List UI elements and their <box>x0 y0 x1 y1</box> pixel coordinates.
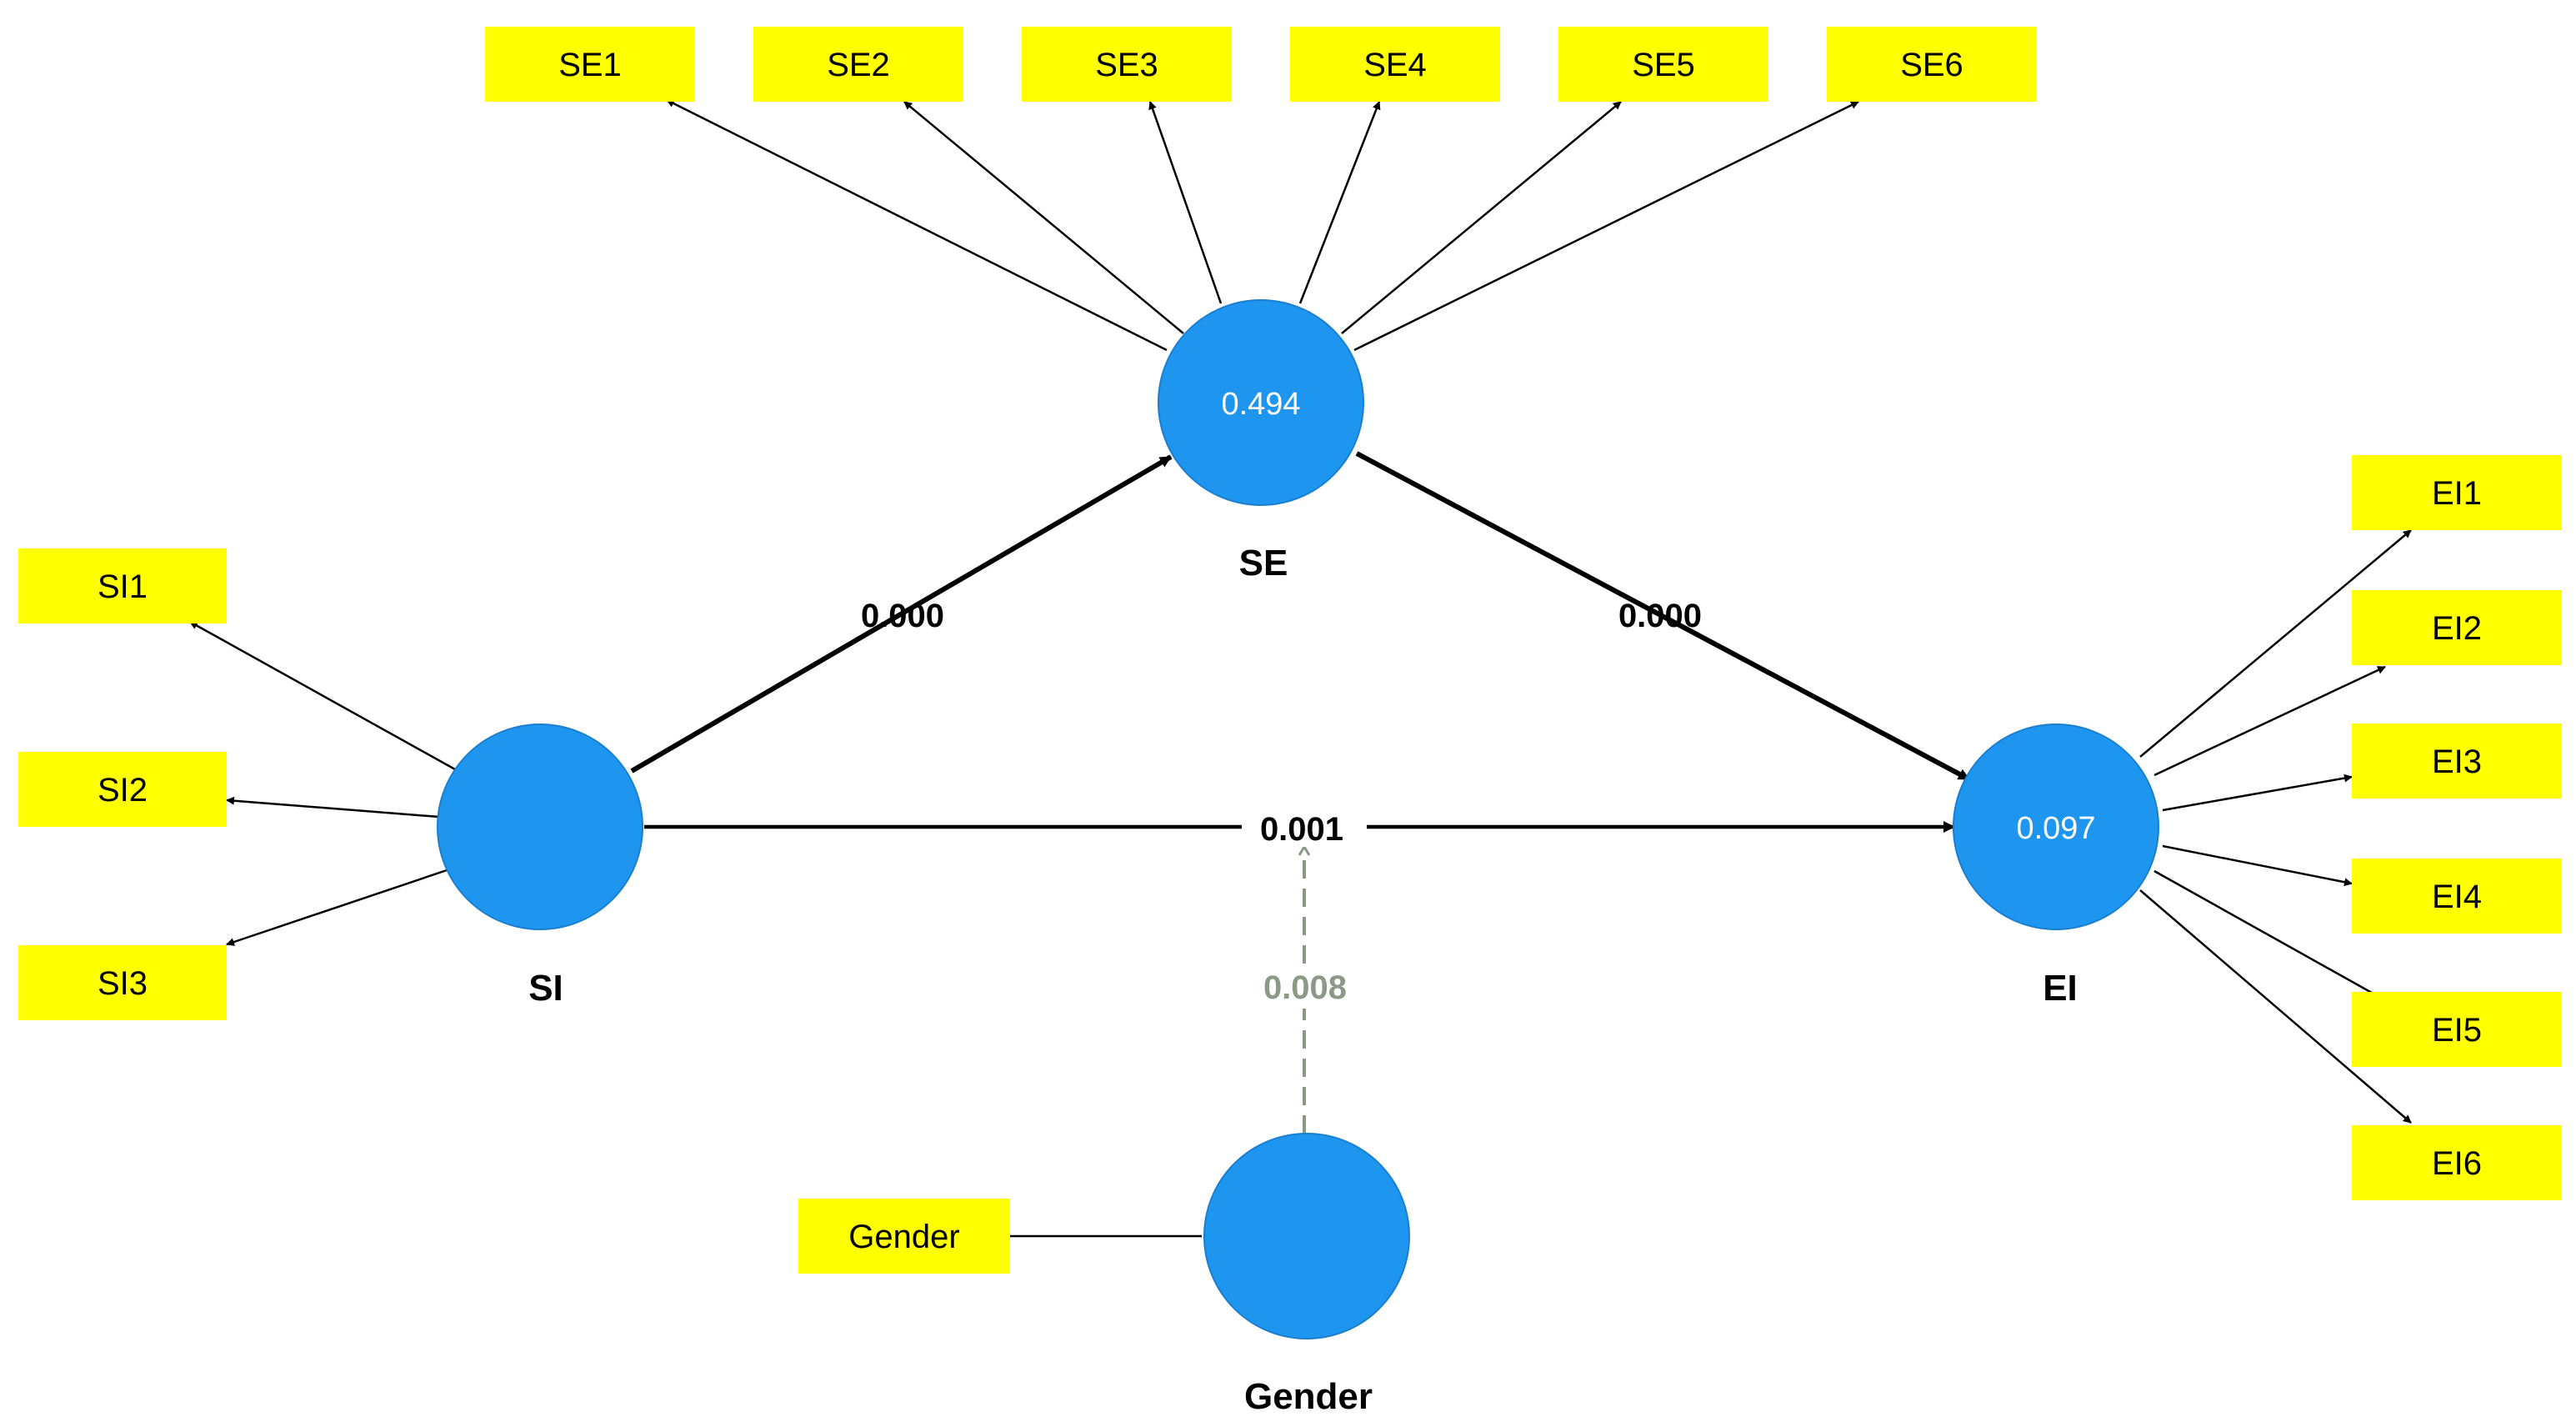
indicator-ei5[interactable]: EI5 <box>2352 992 2562 1067</box>
construct-title-gender: Gender <box>1244 1376 1373 1417</box>
link-se-se6 <box>1353 100 1859 352</box>
construct-title-se: SE <box>1239 543 1288 583</box>
indicator-ei1[interactable]: EI1 <box>2352 455 2562 530</box>
link-ei-ei4 <box>2162 844 2353 887</box>
path-label-moderation: 0.008 <box>1263 969 1347 1006</box>
path-si-se <box>630 454 1173 774</box>
indicator-ei4[interactable]: EI4 <box>2352 859 2562 934</box>
indicator-label: EI2 <box>2432 610 2482 647</box>
link-ei-ei3 <box>2162 774 2353 812</box>
indicator-label: SI2 <box>98 772 148 809</box>
indicator-label: EI3 <box>2432 744 2482 780</box>
link-se-se3 <box>1148 101 1223 304</box>
ei-indicator-links <box>2139 529 2412 1124</box>
path-label-se-ei: 0.000 <box>1618 598 1702 634</box>
indicator-se6[interactable]: SE6 <box>1827 27 2037 102</box>
indicator-label: SI3 <box>98 965 148 1002</box>
path-label-si-ei: 0.001 <box>1260 811 1343 848</box>
link-si-si3 <box>226 865 458 946</box>
path-label-si-se: 0.000 <box>861 598 944 634</box>
indicator-ei3[interactable]: EI3 <box>2352 724 2562 799</box>
link-se-se5 <box>1341 101 1622 334</box>
indicator-se2[interactable]: SE2 <box>753 27 963 102</box>
indicator-se3[interactable]: SE3 <box>1022 27 1232 102</box>
construct-gender[interactable] <box>1203 1133 1410 1339</box>
indicator-si2[interactable]: SI2 <box>18 752 227 827</box>
indicator-si1[interactable]: SI1 <box>18 548 227 623</box>
indicator-label: EI5 <box>2432 1012 2482 1049</box>
indicator-se5[interactable]: SE5 <box>1558 27 1768 102</box>
indicator-label: SI1 <box>98 568 148 605</box>
structural-paths <box>630 451 1971 833</box>
link-ei-ei2 <box>2153 665 2386 777</box>
construct-title-ei: EI <box>2043 968 2078 1009</box>
se-indicator-links <box>666 98 1859 352</box>
path-se-ei <box>1355 451 1971 782</box>
link-si-si1 <box>189 620 463 775</box>
indicator-label: EI4 <box>2432 879 2482 915</box>
indicator-ei2[interactable]: EI2 <box>2352 590 2562 665</box>
link-se-se1 <box>666 98 1168 352</box>
si-indicator-links <box>189 620 463 946</box>
indicator-gender[interactable]: Gender <box>798 1199 1010 1274</box>
moderation-label-bg <box>1250 965 1360 1009</box>
path-label-bg <box>1242 807 1367 847</box>
link-si-si2 <box>226 796 440 819</box>
indicator-label: SE1 <box>558 47 622 83</box>
construct-value: 0.097 <box>2016 811 2095 846</box>
construct-se[interactable]: 0.494 <box>1158 299 1364 506</box>
link-ei-ei6 <box>2139 889 2412 1124</box>
construct-value: 0.494 <box>1221 387 1300 422</box>
indicator-label: SE5 <box>1632 47 1695 83</box>
indicator-si3[interactable]: SI3 <box>18 945 227 1020</box>
link-ei-ei1 <box>2139 529 2412 758</box>
link-se-se4 <box>1298 101 1381 304</box>
indicator-se4[interactable]: SE4 <box>1290 27 1500 102</box>
construct-si[interactable] <box>437 724 643 930</box>
indicator-se1[interactable]: SE1 <box>485 27 695 102</box>
link-ei-ei5 <box>2153 869 2386 1002</box>
construct-ei[interactable]: 0.097 <box>1953 724 2159 930</box>
indicator-label: SE4 <box>1363 47 1427 83</box>
indicator-label: SE6 <box>1900 47 1963 83</box>
indicator-ei6[interactable]: EI6 <box>2352 1125 2562 1200</box>
indicator-label: SE2 <box>827 47 890 83</box>
link-se-se2 <box>903 101 1184 334</box>
indicator-label: EI6 <box>2432 1145 2482 1182</box>
indicator-label: EI1 <box>2432 475 2482 512</box>
construct-title-si: SI <box>528 968 563 1009</box>
indicator-label: Gender <box>848 1219 959 1255</box>
indicator-label: SE3 <box>1095 47 1158 83</box>
